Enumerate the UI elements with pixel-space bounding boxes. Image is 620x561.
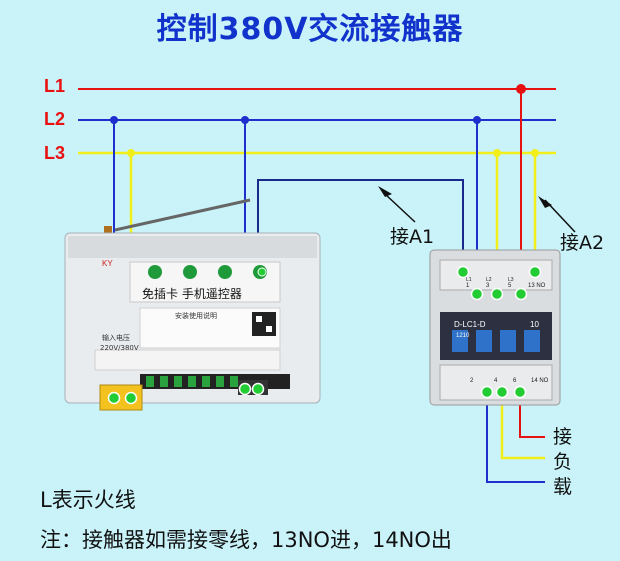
controller-rating-value: 220V/380V [100,344,139,352]
contactor-prefix-l1: L1 [466,277,472,283]
controller-brand: KY [102,259,113,268]
load-wire-yellow [500,400,545,460]
controller-terminal-l2 [107,391,121,405]
antenna [114,198,251,232]
contactor-top-terminal-13: 13 NO [528,283,546,289]
led-1 [148,265,162,279]
controller-panel-title: 安装使用说明 [175,311,217,320]
contactor-terminal-a1 [456,265,470,279]
controller-name: 免插卡 手机遥控器 [142,286,242,301]
annotation-load-3: 载 [553,476,573,498]
controller-led-terminal [257,267,267,277]
contactor-model: D-LC1-D [454,320,486,329]
l2-label: L2 [44,109,66,129]
controller-terminal-a [238,382,252,396]
controller-terminal-b [251,382,265,396]
remote-controller-module [64,198,321,411]
contactor-bottom-terminal-2: 2 [470,378,474,384]
qr-code [252,312,276,336]
contactor-bottom-terminal-6: 6 [513,378,517,384]
a2-arrow [538,196,552,208]
contactor-model-sub: 1210 [456,333,470,339]
contactor-prefix-l2: L2 [486,277,492,283]
contactor-terminal-5 [514,287,528,301]
load-wire-blue [486,400,545,483]
led-3 [218,265,232,279]
footer-legend: L表示火线 [40,488,136,512]
annotation-load-1: 接 [553,426,573,448]
contactor-terminal-6 [513,385,527,399]
l2-junction-right [241,116,249,124]
annotation-load-2: 负 [553,451,573,473]
l3-junction-left [127,149,135,157]
contactor-terminal-1 [470,287,484,301]
contactor-terminal-a2 [528,265,542,279]
controller-terminal-l3 [124,391,138,405]
annotation-a1: 接A1 [390,226,435,248]
contactor-terminal-4 [495,385,509,399]
contactor-top-terminal-5: 5 [508,283,512,289]
contactor-bottom-terminal-4: 4 [494,378,498,384]
contactor-top-terminal-3: 3 [486,283,490,289]
a1-arrow [378,186,392,197]
l3-label: L3 [44,143,66,163]
contactor-terminal-3 [490,287,504,301]
footer-note: 注：接触器如需接零线，13NO进，14NO出 [40,528,452,552]
led-2 [183,265,197,279]
contactor-prefix-l3: L3 [508,277,514,283]
contactor-bottom-terminal-14: 14 NO [531,378,549,384]
controller-rating-label: 输入电压 [102,333,130,342]
page-title: 控制380V交流接触器 [156,12,464,47]
l1-label: L1 [44,76,66,96]
contactor-terminal-2 [480,385,494,399]
contactor-rating: 10 [530,320,539,329]
contactor-body [429,249,561,406]
l2-junction-left [110,116,118,124]
annotation-a2: 接A2 [560,232,605,254]
contactor-top-terminal-1: 1 [466,283,470,289]
load-wire-red [519,400,545,438]
